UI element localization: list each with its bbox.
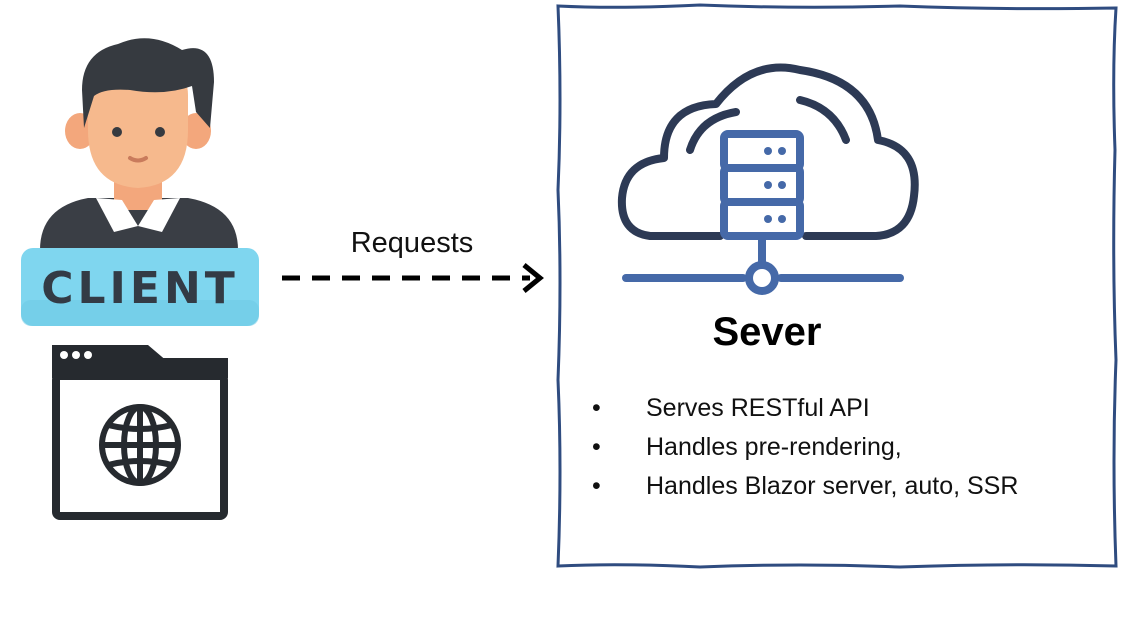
client-label: CLIENT bbox=[41, 263, 239, 314]
server-box bbox=[556, 3, 1118, 569]
person-icon bbox=[40, 38, 238, 250]
list-item: • Handles Blazor server, auto, SSR bbox=[592, 467, 1018, 506]
bullet-glyph: • bbox=[592, 433, 601, 461]
bullet-glyph: • bbox=[592, 394, 601, 422]
client-label-badge: CLIENT bbox=[21, 248, 259, 326]
list-item-text: Serves RESTful API bbox=[646, 394, 870, 422]
server-title: Sever bbox=[713, 310, 822, 354]
list-item: • Handles pre-rendering, bbox=[592, 428, 1018, 467]
list-item-text: Handles pre-rendering, bbox=[646, 433, 902, 461]
list-item: • Serves RESTful API bbox=[592, 389, 1018, 428]
server-feature-list: • Serves RESTful API • Handles pre-renderi… bbox=[592, 389, 1018, 506]
cloud-server-icon bbox=[617, 63, 919, 295]
bullet-glyph: • bbox=[592, 472, 601, 500]
list-item-text: Handles Blazor server, auto, SSR bbox=[646, 472, 1019, 500]
request-arrow bbox=[282, 263, 544, 293]
browser-globe-icon bbox=[52, 345, 228, 520]
arrow-label: Requests bbox=[351, 227, 474, 259]
